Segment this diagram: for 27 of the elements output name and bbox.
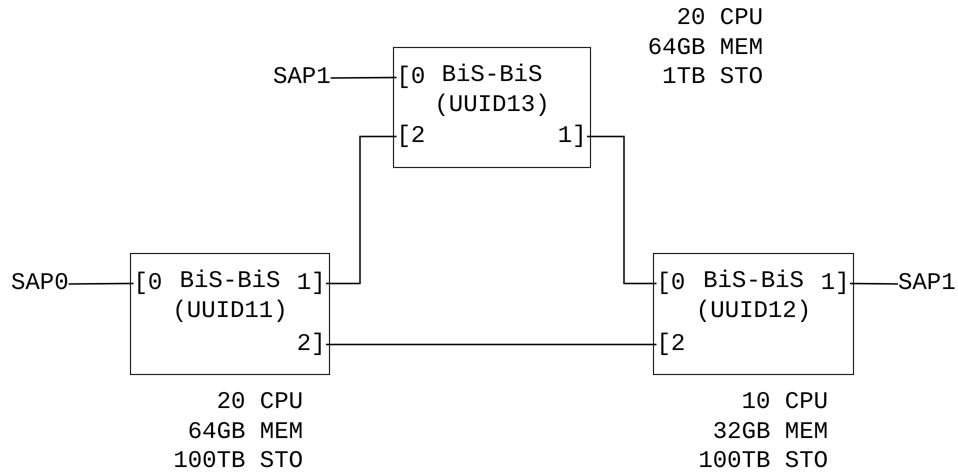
connector-line bbox=[586, 136, 656, 284]
node-id: (UUID12) bbox=[696, 296, 812, 326]
resource-label: 100TB STO bbox=[698, 447, 828, 475]
node-box bbox=[653, 253, 854, 375]
resource-label: 1TB STO bbox=[661, 63, 763, 93]
connector-line bbox=[326, 136, 396, 284]
resource-label: 20 CPU bbox=[676, 4, 763, 34]
node-id: (UUID11) bbox=[172, 296, 288, 326]
node-title: BiS-BiS bbox=[180, 267, 280, 297]
node-box bbox=[130, 253, 330, 375]
access-point-label: SAP1 bbox=[898, 269, 956, 299]
resource-label: 10 CPU bbox=[740, 388, 828, 418]
connector-line bbox=[330, 76, 396, 79]
resource-label: 64GB MEM bbox=[648, 34, 763, 64]
resource-label: 32GB MEM bbox=[712, 418, 828, 448]
node-box bbox=[393, 47, 591, 168]
resource-label: 20 CPU bbox=[216, 388, 303, 418]
connector-line bbox=[68, 282, 134, 285]
node-id: (UUID13) bbox=[434, 90, 550, 120]
connector-line bbox=[326, 344, 656, 346]
resource-label: 100TB STO bbox=[173, 447, 303, 475]
resource-label: 64GB MEM bbox=[186, 418, 303, 448]
connector-line bbox=[850, 282, 898, 285]
access-point-label: SAP1 bbox=[273, 63, 331, 93]
node-title: BiS-BiS bbox=[703, 267, 804, 297]
node-title: BiS-BiS bbox=[442, 61, 542, 91]
access-point-label: SAP0 bbox=[11, 269, 69, 299]
